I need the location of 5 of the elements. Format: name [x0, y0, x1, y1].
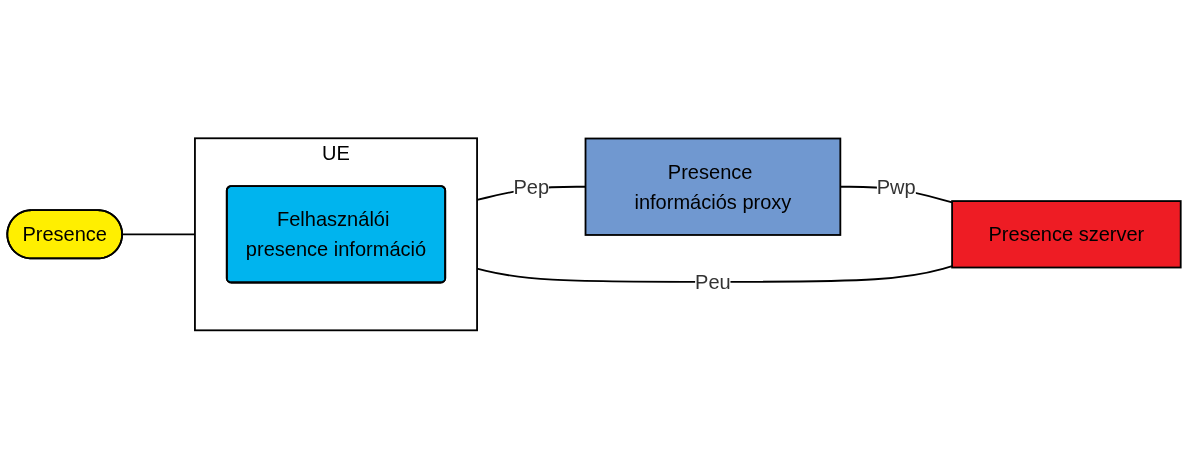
node-box: Presence szerver: [951, 199, 1182, 269]
node-box: Presence információs proxy: [584, 137, 842, 236]
edge-label: Peu: [695, 270, 731, 293]
edge-label: Pwp: [876, 175, 916, 198]
edge-label: Pep: [513, 175, 550, 198]
